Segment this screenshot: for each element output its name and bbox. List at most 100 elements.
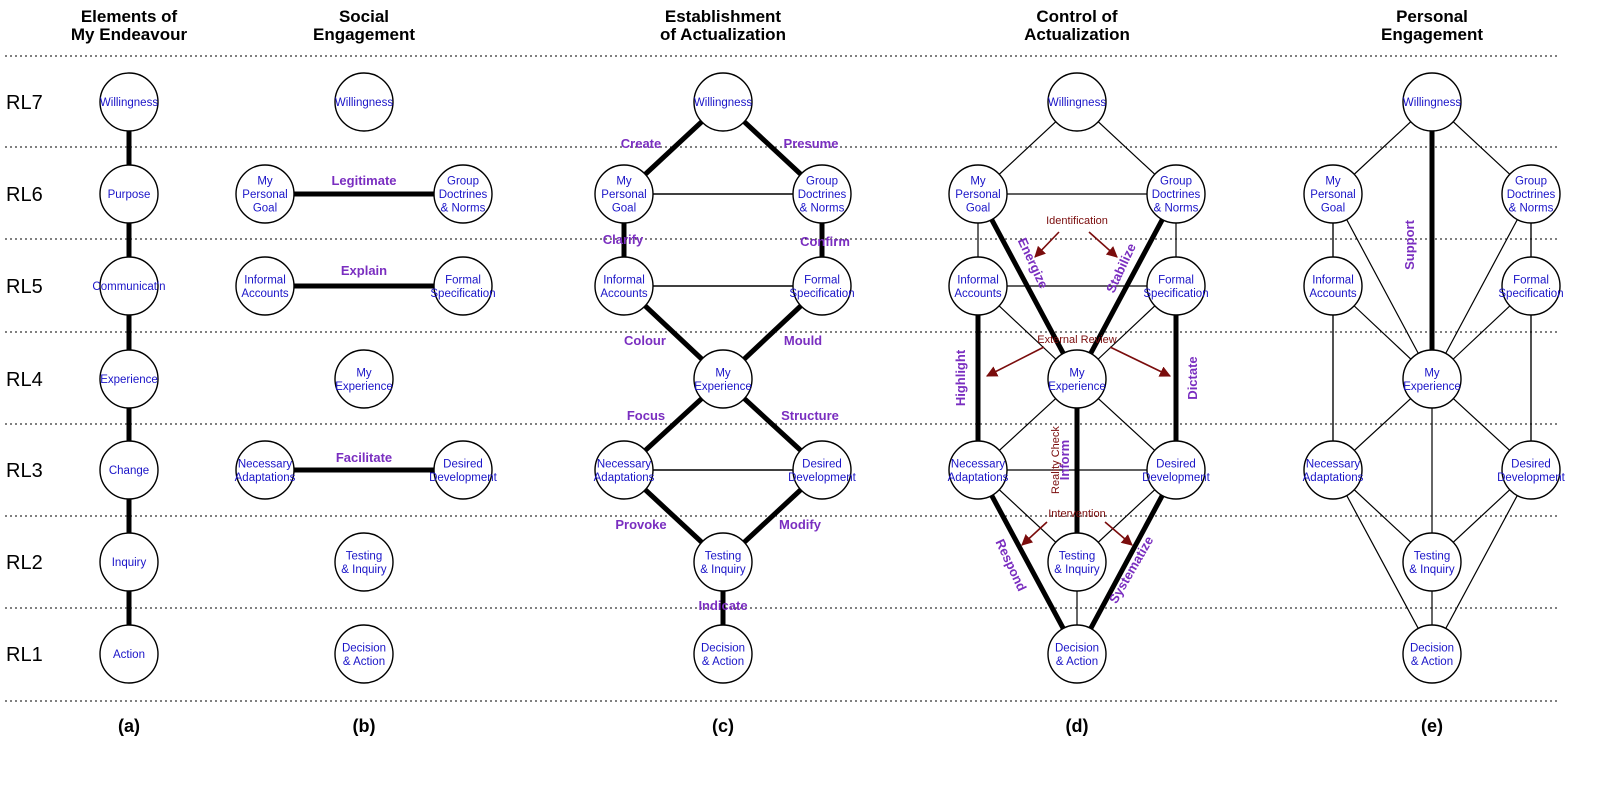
svg-text:Informal: Informal bbox=[1312, 274, 1354, 286]
svg-text:Decision: Decision bbox=[1055, 642, 1099, 654]
svg-text:Testing: Testing bbox=[705, 550, 741, 562]
level-label: RL7 bbox=[6, 92, 43, 114]
level-label: RL3 bbox=[6, 460, 43, 482]
edge bbox=[975, 192, 1080, 381]
annotation-arrow bbox=[986, 346, 1045, 377]
node: Communicat'n bbox=[92, 256, 166, 316]
level-label: RL6 bbox=[6, 184, 43, 206]
svg-text:Decision: Decision bbox=[342, 642, 386, 654]
svg-text:Personal: Personal bbox=[601, 189, 646, 201]
column-title: Engagement bbox=[313, 25, 415, 44]
svg-text:Informal: Informal bbox=[244, 274, 286, 286]
svg-text:My: My bbox=[715, 367, 731, 379]
edge bbox=[1431, 469, 1532, 655]
svg-text:Adaptations: Adaptations bbox=[1303, 472, 1364, 484]
edge bbox=[1074, 468, 1179, 656]
level-label: RL2 bbox=[6, 552, 43, 574]
edge-label: Dictate bbox=[1185, 356, 1200, 399]
panel-labels: (a)(b)(c)(d)(e) bbox=[118, 716, 1443, 736]
edge bbox=[975, 468, 1080, 656]
column-title: of Actualization bbox=[660, 25, 786, 44]
edge-label: Colour bbox=[624, 333, 666, 348]
edge-label: Respond bbox=[993, 537, 1030, 594]
svg-text:Goal: Goal bbox=[1321, 203, 1345, 215]
svg-text:Willingness: Willingness bbox=[1403, 97, 1461, 109]
panel-label: (a) bbox=[118, 716, 140, 736]
svg-text:My: My bbox=[970, 176, 986, 188]
edge-label: Presume bbox=[784, 136, 839, 151]
edge-label: Legitimate bbox=[331, 173, 396, 188]
svg-text:Willingness: Willingness bbox=[100, 97, 158, 109]
edge-label: Mould bbox=[784, 333, 822, 348]
svg-text:& Inquiry: & Inquiry bbox=[341, 564, 387, 576]
edge-label: Modify bbox=[779, 517, 822, 532]
svg-text:& Inquiry: & Inquiry bbox=[1054, 564, 1100, 576]
node: Change bbox=[99, 440, 159, 500]
svg-text:Experience: Experience bbox=[335, 381, 393, 393]
edge bbox=[1332, 193, 1433, 380]
svg-text:Doctrines: Doctrines bbox=[1152, 189, 1201, 201]
svg-text:Accounts: Accounts bbox=[241, 288, 289, 300]
edge bbox=[1332, 469, 1433, 655]
svg-text:My: My bbox=[1424, 367, 1440, 379]
svg-text:& Action: & Action bbox=[343, 656, 385, 668]
svg-text:Formal: Formal bbox=[445, 274, 481, 286]
svg-text:Experience: Experience bbox=[1403, 381, 1461, 393]
svg-text:Doctrines: Doctrines bbox=[439, 189, 488, 201]
svg-text:Necessary: Necessary bbox=[238, 458, 293, 470]
node: Inquiry bbox=[99, 532, 159, 592]
svg-text:Formal: Formal bbox=[804, 274, 840, 286]
panel-label: (c) bbox=[712, 716, 734, 736]
annotation: Intervention bbox=[1048, 508, 1105, 520]
column-title: Actualization bbox=[1024, 25, 1130, 44]
column-title: Control of bbox=[1036, 7, 1118, 26]
svg-text:& Norms: & Norms bbox=[800, 203, 845, 215]
svg-text:Testing: Testing bbox=[1059, 550, 1095, 562]
svg-text:Testing: Testing bbox=[1414, 550, 1450, 562]
svg-text:Testing: Testing bbox=[346, 550, 382, 562]
annotation: External Review bbox=[1037, 334, 1117, 346]
node: Testing & Inquiry bbox=[334, 532, 394, 592]
svg-text:Willingness: Willingness bbox=[1048, 97, 1106, 109]
svg-text:Adaptations: Adaptations bbox=[235, 472, 296, 484]
svg-text:& Action: & Action bbox=[702, 656, 744, 668]
svg-text:& Norms: & Norms bbox=[441, 203, 486, 215]
edge-label: Energize bbox=[1015, 235, 1051, 290]
node: Willingness bbox=[1402, 72, 1462, 132]
node: Decision & Action bbox=[334, 624, 394, 684]
level-separators bbox=[5, 55, 1560, 702]
svg-text:Accounts: Accounts bbox=[600, 288, 648, 300]
svg-text:My: My bbox=[616, 176, 632, 188]
svg-text:Specification: Specification bbox=[430, 288, 495, 300]
svg-text:& Action: & Action bbox=[1056, 656, 1098, 668]
svg-text:Goal: Goal bbox=[253, 203, 277, 215]
svg-text:Development: Development bbox=[1142, 472, 1211, 484]
svg-text:Personal: Personal bbox=[955, 189, 1000, 201]
svg-text:Group: Group bbox=[447, 176, 479, 188]
svg-text:Desired: Desired bbox=[443, 458, 483, 470]
edge-label: Structure bbox=[781, 408, 839, 423]
svg-text:Necessary: Necessary bbox=[951, 458, 1006, 470]
svg-text:Group: Group bbox=[1515, 176, 1547, 188]
edge bbox=[1431, 193, 1532, 380]
